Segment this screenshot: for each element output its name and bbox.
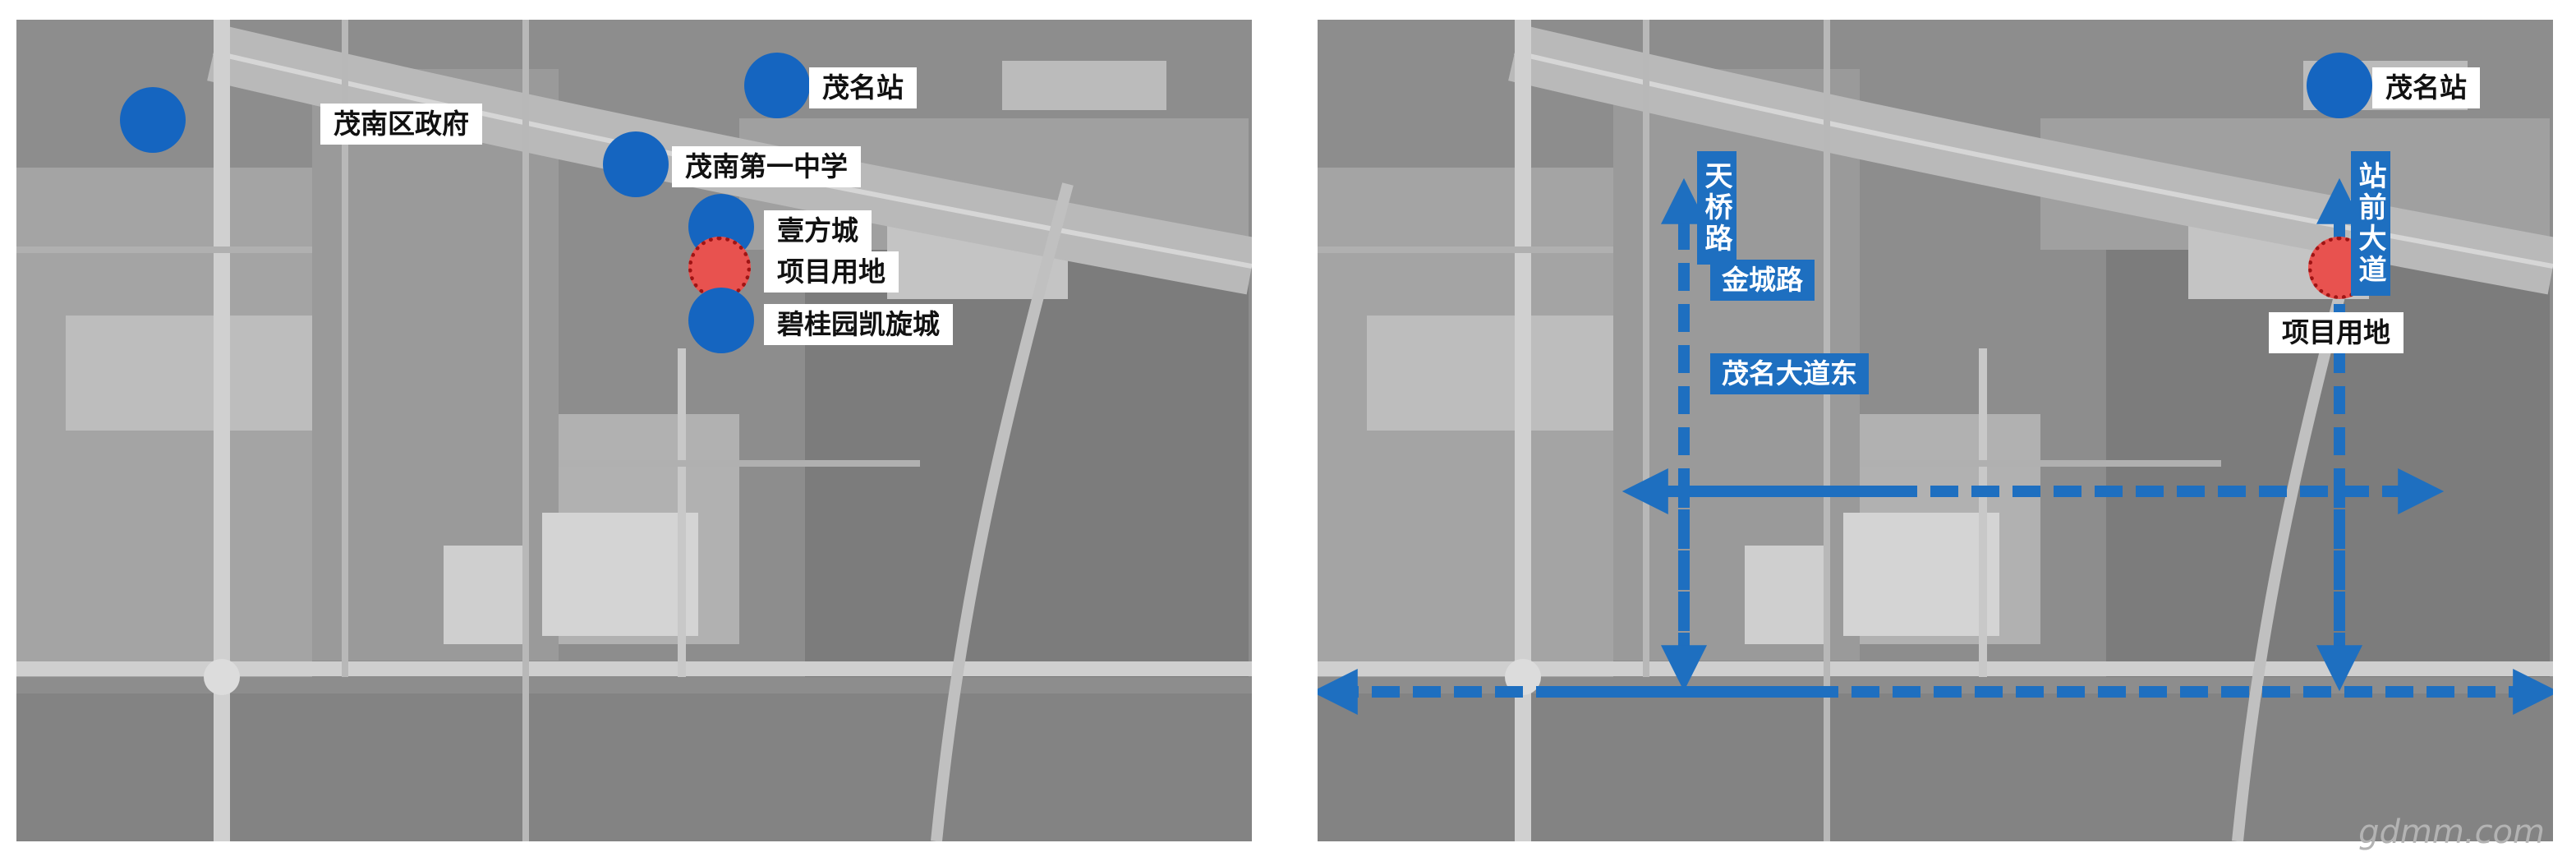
left-map-panel: 茂名站 茂南区政府 茂南第一中学 壹方城 项目用地 碧桂园凯旋城 xyxy=(16,20,1252,841)
district-government-marker xyxy=(120,87,186,153)
poi-label-country-garden: 碧桂园凯旋城 xyxy=(764,304,953,345)
site-label-right: 项目用地 xyxy=(2269,312,2404,353)
road-label-jincheng: 金城路 xyxy=(1710,260,1815,301)
poi-label-first-middle-school: 茂南第一中学 xyxy=(672,146,861,187)
poi-label-district-government: 茂南区政府 xyxy=(320,104,482,145)
maoming-station-marker xyxy=(744,53,810,118)
maoming-station-marker-right xyxy=(2307,53,2372,118)
first-middle-school-marker xyxy=(603,131,669,197)
country-garden-marker xyxy=(688,288,754,353)
road-arrows-overlay xyxy=(1318,177,2553,715)
poi-label-maoming-station: 茂名站 xyxy=(809,67,917,108)
road-label-maoming-avenue-east: 茂名大道东 xyxy=(1710,353,1869,394)
station-label-right: 茂名站 xyxy=(2372,67,2480,108)
poi-label-yifangcheng: 壹方城 xyxy=(764,210,872,251)
poi-label-project-site: 项目用地 xyxy=(764,251,899,293)
road-label-zhanqian: 站前大道 xyxy=(2351,151,2390,296)
right-map-panel: 茂名站 项目用地 天桥路 站前大道 金城路 茂名大道东 xyxy=(1318,20,2553,841)
watermark: gdmm.com xyxy=(2358,813,2545,851)
road-label-tianqiao: 天桥路 xyxy=(1697,151,1736,265)
